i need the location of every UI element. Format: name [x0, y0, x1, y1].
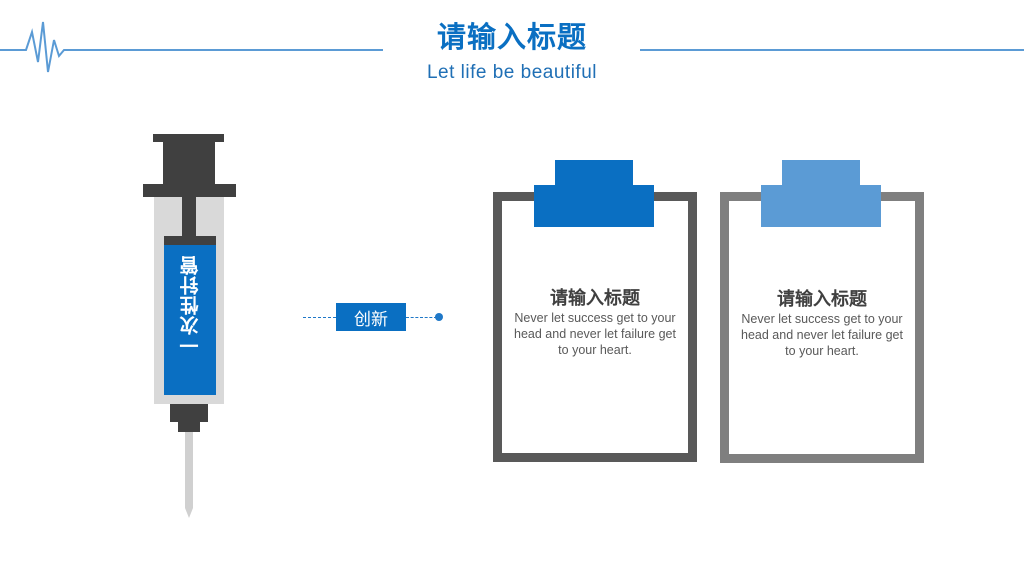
- syringe-plunger-head: [164, 236, 216, 245]
- clipboard-clip-top: [782, 160, 860, 190]
- syringe-plunger-rod: [182, 197, 196, 237]
- clipboard-clip-base: [534, 185, 654, 227]
- connector-dash-right: [406, 317, 437, 318]
- syringe-label: 一次性针管: [179, 255, 202, 355]
- syringe-hub: [170, 404, 208, 422]
- card-text: Never let success get to your head and n…: [514, 311, 676, 357]
- clipboard-frame: [720, 192, 924, 463]
- syringe-liquid: [164, 245, 216, 395]
- syringe-flange: [143, 184, 236, 197]
- syringe-plunger-cap: [153, 134, 224, 142]
- page-subtitle: Let life be beautiful: [426, 62, 597, 83]
- header-line-right: [640, 49, 1024, 51]
- connector-dash-left: [303, 317, 336, 318]
- card-title: 请输入标题: [550, 288, 640, 309]
- header-line-left: [110, 49, 383, 51]
- syringe-plunger-top: [163, 142, 215, 184]
- heartbeat-line-icon: [0, 21, 120, 73]
- syringe-hub-tip: [178, 422, 200, 432]
- card-title: 请输入标题: [777, 289, 867, 310]
- innovation-badge: 创新: [336, 303, 406, 331]
- clipboard-clip-base: [761, 185, 881, 227]
- connector-dot: [435, 313, 443, 321]
- card-text: Never let success get to your head and n…: [741, 312, 903, 358]
- clipboard-clip-top: [555, 160, 633, 190]
- syringe-needle: [185, 432, 193, 518]
- page-title: 请输入标题: [436, 20, 587, 54]
